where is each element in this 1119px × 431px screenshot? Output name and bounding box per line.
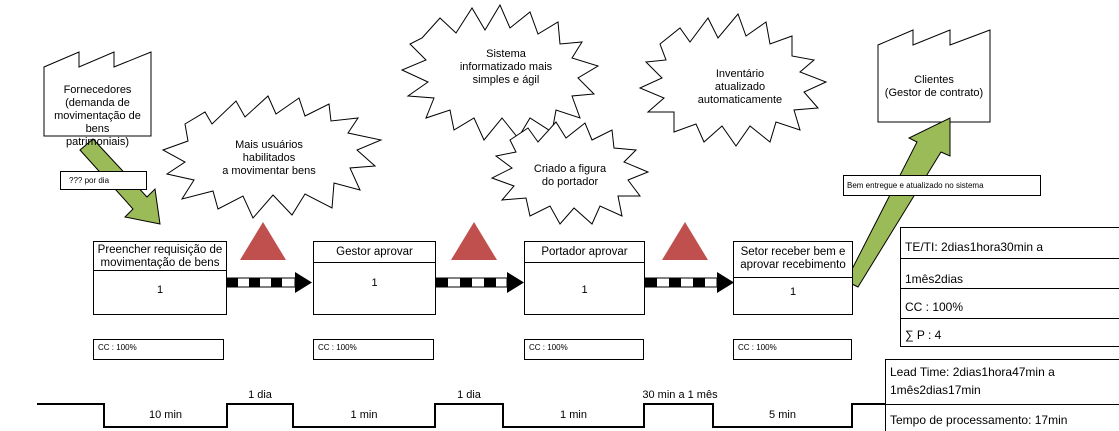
wait-time-1: 1 dia <box>248 389 272 401</box>
summary-divider <box>901 288 1119 289</box>
inventory-triangle-2 <box>451 222 497 260</box>
process-box-1: Preencher requisição de movimentação de … <box>93 241 227 315</box>
process-time-1: 10 min <box>148 409 183 421</box>
lead-divider <box>886 404 1119 405</box>
process-box-4: Setor receber bem e aprovar recebimento … <box>733 241 853 315</box>
process-box-3: Portador aprovar 1 <box>524 241 645 315</box>
lead-time: Lead Time: 2dias1hora47min a 1mês2dias17… <box>890 365 1055 397</box>
wait-time-3: 30 min a 1 mês <box>642 389 718 401</box>
kaizen-burst-3 <box>490 121 650 225</box>
supplier-label: Fornecedores (demanda de movimentação de… <box>54 84 141 148</box>
process-divider <box>314 262 435 263</box>
kaizen-text-3: Criado a figura do portador <box>533 163 607 188</box>
kaizen-burst-1 <box>161 95 383 219</box>
process-value: 1 <box>156 284 164 296</box>
timeline-ladder <box>37 403 888 428</box>
kaizen-text-2: Sistema informatizado mais simples e ági… <box>459 48 553 86</box>
process-divider <box>525 262 644 263</box>
push-arrow-3 <box>644 272 734 293</box>
push-arrow-2 <box>435 272 524 293</box>
summary-divider <box>901 258 1119 259</box>
summary-te-ti-cont: 1mês2dias <box>905 272 964 286</box>
cc-box-2: CC : 100% <box>313 339 434 360</box>
lead-time-table: Lead Time: 2dias1hora47min a 1mês2dias17… <box>885 359 1119 431</box>
kaizen-burst-2 <box>400 3 600 141</box>
process-value: 1 <box>789 286 797 298</box>
process-divider <box>734 277 852 278</box>
summary-te-ti: TE/TI: 2dias1hora30min a <box>905 240 1044 254</box>
process-time-2: 1 min <box>350 409 378 421</box>
kaizen-burst-4 <box>638 13 828 147</box>
summary-divider <box>901 318 1119 319</box>
process-title: Gestor aprovar <box>336 246 413 258</box>
process-time-3: 1 min <box>560 409 587 421</box>
cc-box-3: CC : 100% <box>524 339 644 360</box>
process-title: Preencher requisição de movimentação de … <box>97 244 223 269</box>
process-box-2: Gestor aprovar 1 <box>313 241 436 315</box>
customer-shipment-arrow <box>845 117 951 288</box>
customer-note-box: Bem entregue e atualizado no sistema <box>843 175 1041 196</box>
supplier-rate-box: ??? por dia <box>60 171 147 190</box>
process-title: Portador aprovar <box>541 246 628 258</box>
inventory-triangle-3 <box>662 222 708 260</box>
wait-time-2: 1 dia <box>457 389 481 401</box>
process-value: 1 <box>371 277 378 289</box>
inventory-triangle-1 <box>240 222 286 260</box>
process-time-4: 5 min <box>769 409 796 421</box>
push-arrow-1 <box>226 272 312 293</box>
process-title: Setor receber bem e aprovar recebimento <box>740 246 846 271</box>
cc-box-1: CC : 100% <box>93 339 224 360</box>
summary-table: TE/TI: 2dias1hora30min a 1mês2dias CC : … <box>900 227 1119 347</box>
summary-cc: CC : 100% <box>905 300 964 314</box>
kaizen-text-4: Inventário atualizado automaticamente <box>697 68 783 106</box>
supplier-factory-icon <box>43 51 152 137</box>
kaizen-text-1: Mais usuários habilitados a movimentar b… <box>222 139 316 177</box>
processing-time: Tempo de processamento: 17min <box>890 413 1068 427</box>
customer-factory-icon <box>877 29 991 123</box>
cc-box-4: CC : 100% <box>733 339 852 360</box>
process-value: 1 <box>581 284 588 296</box>
process-divider <box>94 270 226 271</box>
summary-sum-p: ∑ P : 4 <box>905 328 942 342</box>
customer-label: Clientes (Gestor de contrato) <box>884 74 984 99</box>
